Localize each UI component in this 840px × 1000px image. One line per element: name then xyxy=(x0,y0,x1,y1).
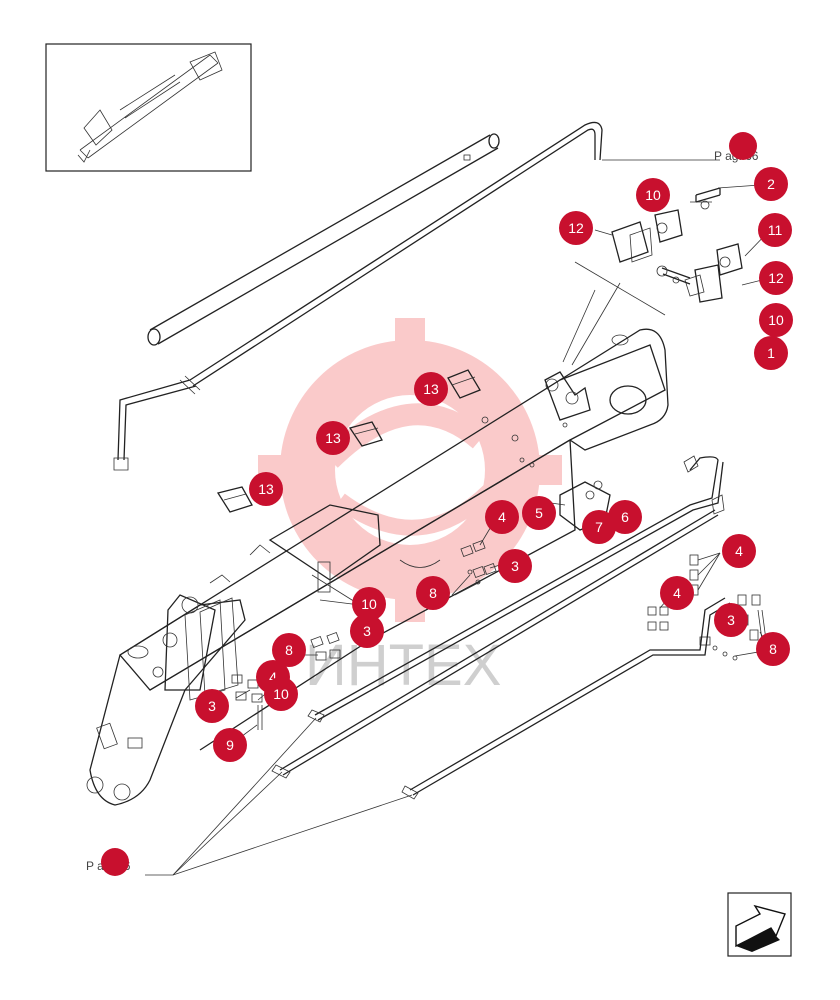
svg-text:4: 4 xyxy=(498,509,506,525)
svg-text:1: 1 xyxy=(767,345,775,361)
telescopic-boom-body xyxy=(86,328,669,806)
svg-text:2: 2 xyxy=(767,176,775,192)
svg-text:11: 11 xyxy=(768,222,783,238)
svg-text:12: 12 xyxy=(568,220,584,236)
hydraulic-hose-upper xyxy=(113,121,603,471)
svg-text:7: 7 xyxy=(595,519,603,535)
callout-8[interactable]: 8 xyxy=(416,576,450,610)
svg-text:13: 13 xyxy=(325,430,341,446)
svg-text:3: 3 xyxy=(208,698,216,714)
callout-13[interactable]: 13 xyxy=(414,372,448,406)
callout-8[interactable]: 8 xyxy=(272,633,306,667)
svg-text:10: 10 xyxy=(273,686,289,702)
svg-text:3: 3 xyxy=(727,612,735,628)
svg-text:8: 8 xyxy=(429,585,437,601)
callout-3[interactable]: 3 xyxy=(195,689,229,723)
page-ref-top-marker xyxy=(729,132,757,160)
svg-text:4: 4 xyxy=(673,585,681,601)
svg-text:8: 8 xyxy=(769,641,777,657)
svg-text:3: 3 xyxy=(511,558,519,574)
callout-13[interactable]: 13 xyxy=(316,421,350,455)
callout-8[interactable]: 8 xyxy=(756,632,790,666)
bracket-assembly xyxy=(562,187,743,366)
hydraulic-lines-right xyxy=(271,455,731,800)
svg-text:10: 10 xyxy=(361,596,377,612)
svg-text:10: 10 xyxy=(768,312,784,328)
callout-4[interactable]: 4 xyxy=(485,500,519,534)
svg-text:5: 5 xyxy=(535,505,543,521)
callout-2[interactable]: 2 xyxy=(754,167,788,201)
callout-9[interactable]: 9 xyxy=(213,728,247,762)
page-ref-bottom-marker xyxy=(101,848,129,876)
next-page-arrow-icon[interactable] xyxy=(727,892,792,957)
callout-4[interactable]: 4 xyxy=(722,534,756,568)
callout-10[interactable]: 10 xyxy=(636,178,670,212)
callout-10[interactable]: 10 xyxy=(264,677,298,711)
callout-5[interactable]: 5 xyxy=(522,496,556,530)
callout-11[interactable]: 11 xyxy=(758,213,792,247)
callout-7[interactable]: 7 xyxy=(582,510,616,544)
svg-text:12: 12 xyxy=(768,270,784,286)
boom-overview-thumbnail xyxy=(45,43,252,172)
svg-text:13: 13 xyxy=(258,481,274,497)
callout-4[interactable]: 4 xyxy=(660,576,694,610)
svg-text:13: 13 xyxy=(423,381,439,397)
svg-text:4: 4 xyxy=(269,669,277,685)
svg-text:6: 6 xyxy=(621,509,629,525)
svg-text:8: 8 xyxy=(285,642,293,658)
svg-text:10: 10 xyxy=(645,187,661,203)
boom-extension-rod xyxy=(147,133,500,346)
callout-3[interactable]: 3 xyxy=(714,603,748,637)
svg-text:3: 3 xyxy=(363,623,371,639)
callout-1[interactable]: 1 xyxy=(754,336,788,370)
callout-10[interactable]: 10 xyxy=(759,303,793,337)
callout-13[interactable]: 13 xyxy=(249,472,283,506)
hose-fittings xyxy=(231,540,767,730)
slide-pads xyxy=(216,369,481,513)
svg-text:9: 9 xyxy=(226,737,234,753)
callout-12[interactable]: 12 xyxy=(559,211,593,245)
svg-text:4: 4 xyxy=(735,543,743,559)
callout-3[interactable]: 3 xyxy=(350,614,384,648)
callout-10[interactable]: 10 xyxy=(352,587,386,621)
callout-6[interactable]: 6 xyxy=(608,500,642,534)
callout-3[interactable]: 3 xyxy=(498,549,532,583)
callout-12[interactable]: 12 xyxy=(759,261,793,295)
